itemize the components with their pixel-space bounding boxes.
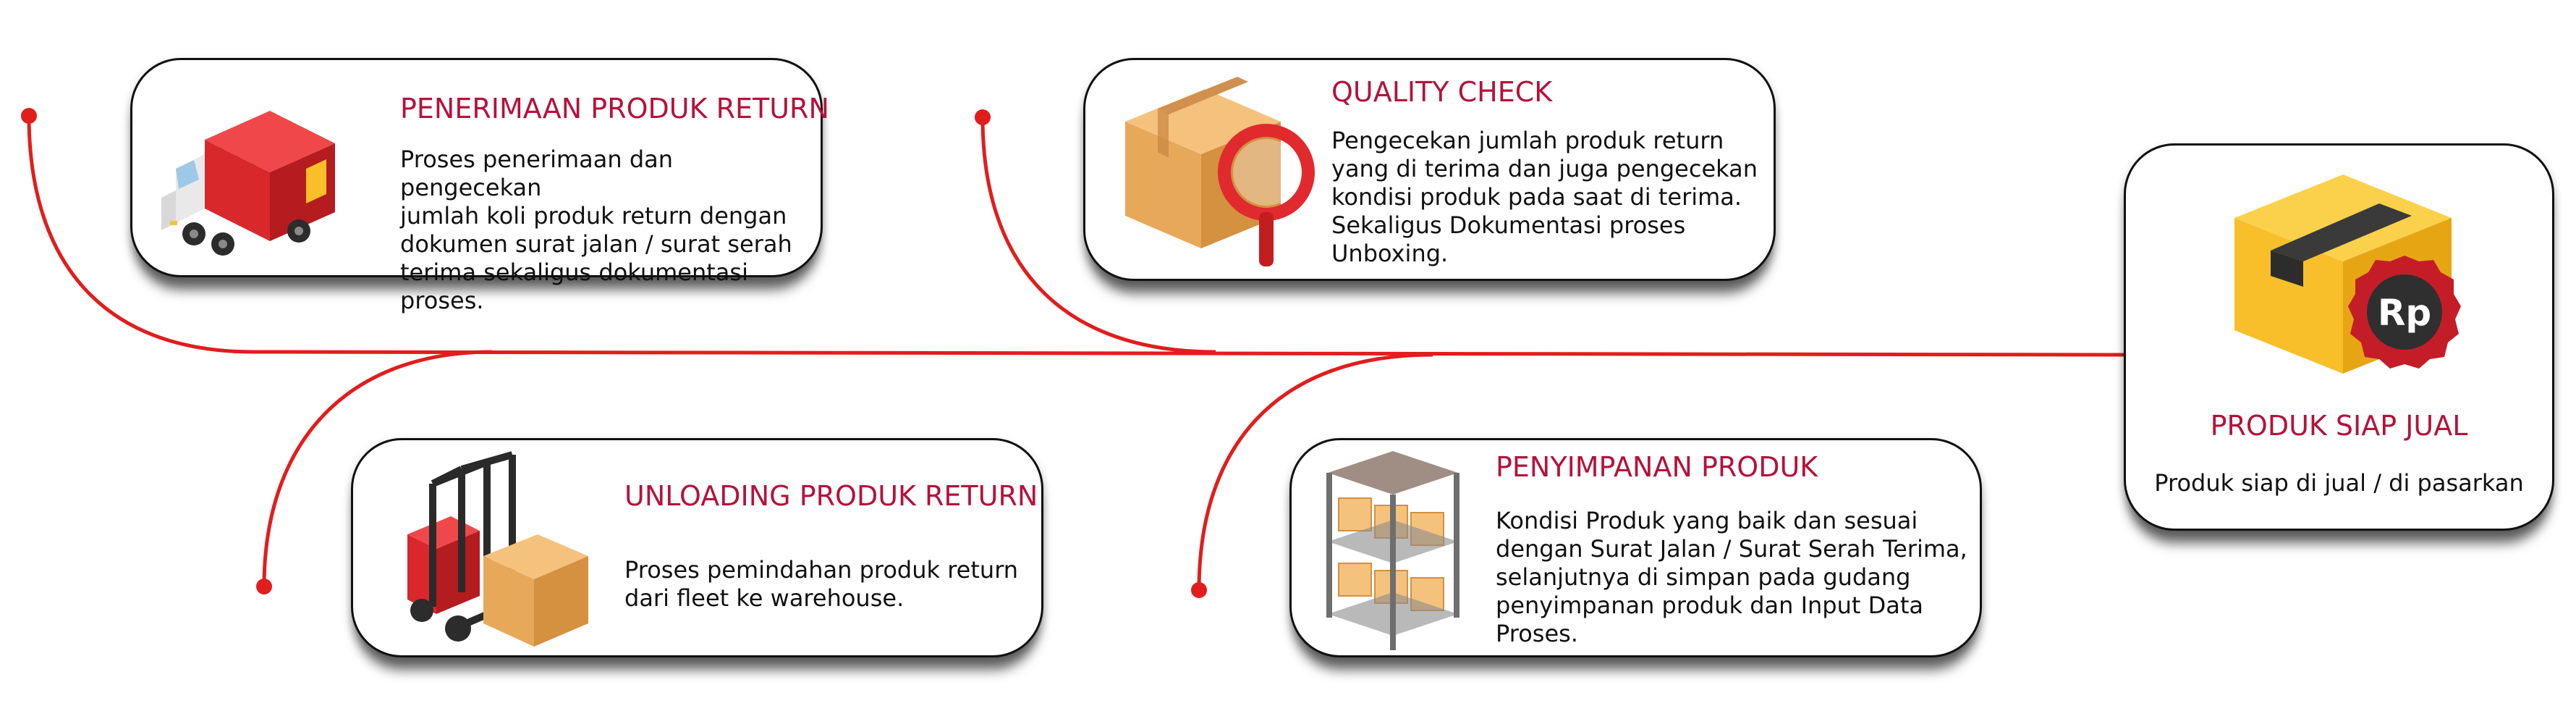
connector-dot-2 [256,579,272,594]
forklift-icon [407,451,588,647]
step-card-produk-siap-jual: Rp PRODUK SIAP JUAL Produk siap di jual … [2124,143,2554,531]
box-magnifier-icon [1125,77,1315,266]
step-title: UNLOADING PRODUK RETURN [624,480,1038,512]
step-card-penerimaan: PENERIMAAN PRODUK RETURN Proses penerima… [130,58,829,314]
main-timeline-line [253,350,2128,357]
storage-shelf-icon [1326,451,1459,650]
currency-badge-text: Rp [2378,292,2431,334]
step-description: Proses pemindahan produk return dari fle… [624,556,1019,612]
connector-step-1 [27,115,254,354]
connector-step-2 [262,350,493,587]
step-title: PENERIMAAN PRODUK RETURN [400,93,829,125]
connector-dot-1 [21,108,37,124]
step-card-quality-check: QUALITY CHECK Pengecekan jumlah produk r… [1083,58,1776,281]
step-description: Kondisi Produk yang baik dan sesuai deng… [1496,507,1967,647]
price-tag-box-icon: Rp [2234,175,2461,374]
connector-dot-4 [1191,582,1207,598]
connector-dot-3 [975,109,991,125]
delivery-truck-icon [161,111,335,256]
step-card-unloading: UNLOADING PRODUK RETURN Proses pemindaha… [351,438,1043,657]
step-title: PENYIMPANAN PRODUK [1496,451,1818,483]
step-description: Produk siap di jual / di pasarkan [2154,469,2524,497]
step-title: QUALITY CHECK [1331,76,1553,108]
step-description: Proses penerimaan dan pengecekan jumlah … [400,146,792,314]
step-title: PRODUK SIAP JUAL [2210,410,2468,442]
step-description: Pengecekan jumlah produk return yang di … [1331,127,1758,267]
step-card-penyimpanan: PENYIMPANAN PRODUK Kondisi Produk yang b… [1289,438,1982,657]
connector-step-3 [980,117,1216,354]
connector-step-4 [1197,353,1433,591]
